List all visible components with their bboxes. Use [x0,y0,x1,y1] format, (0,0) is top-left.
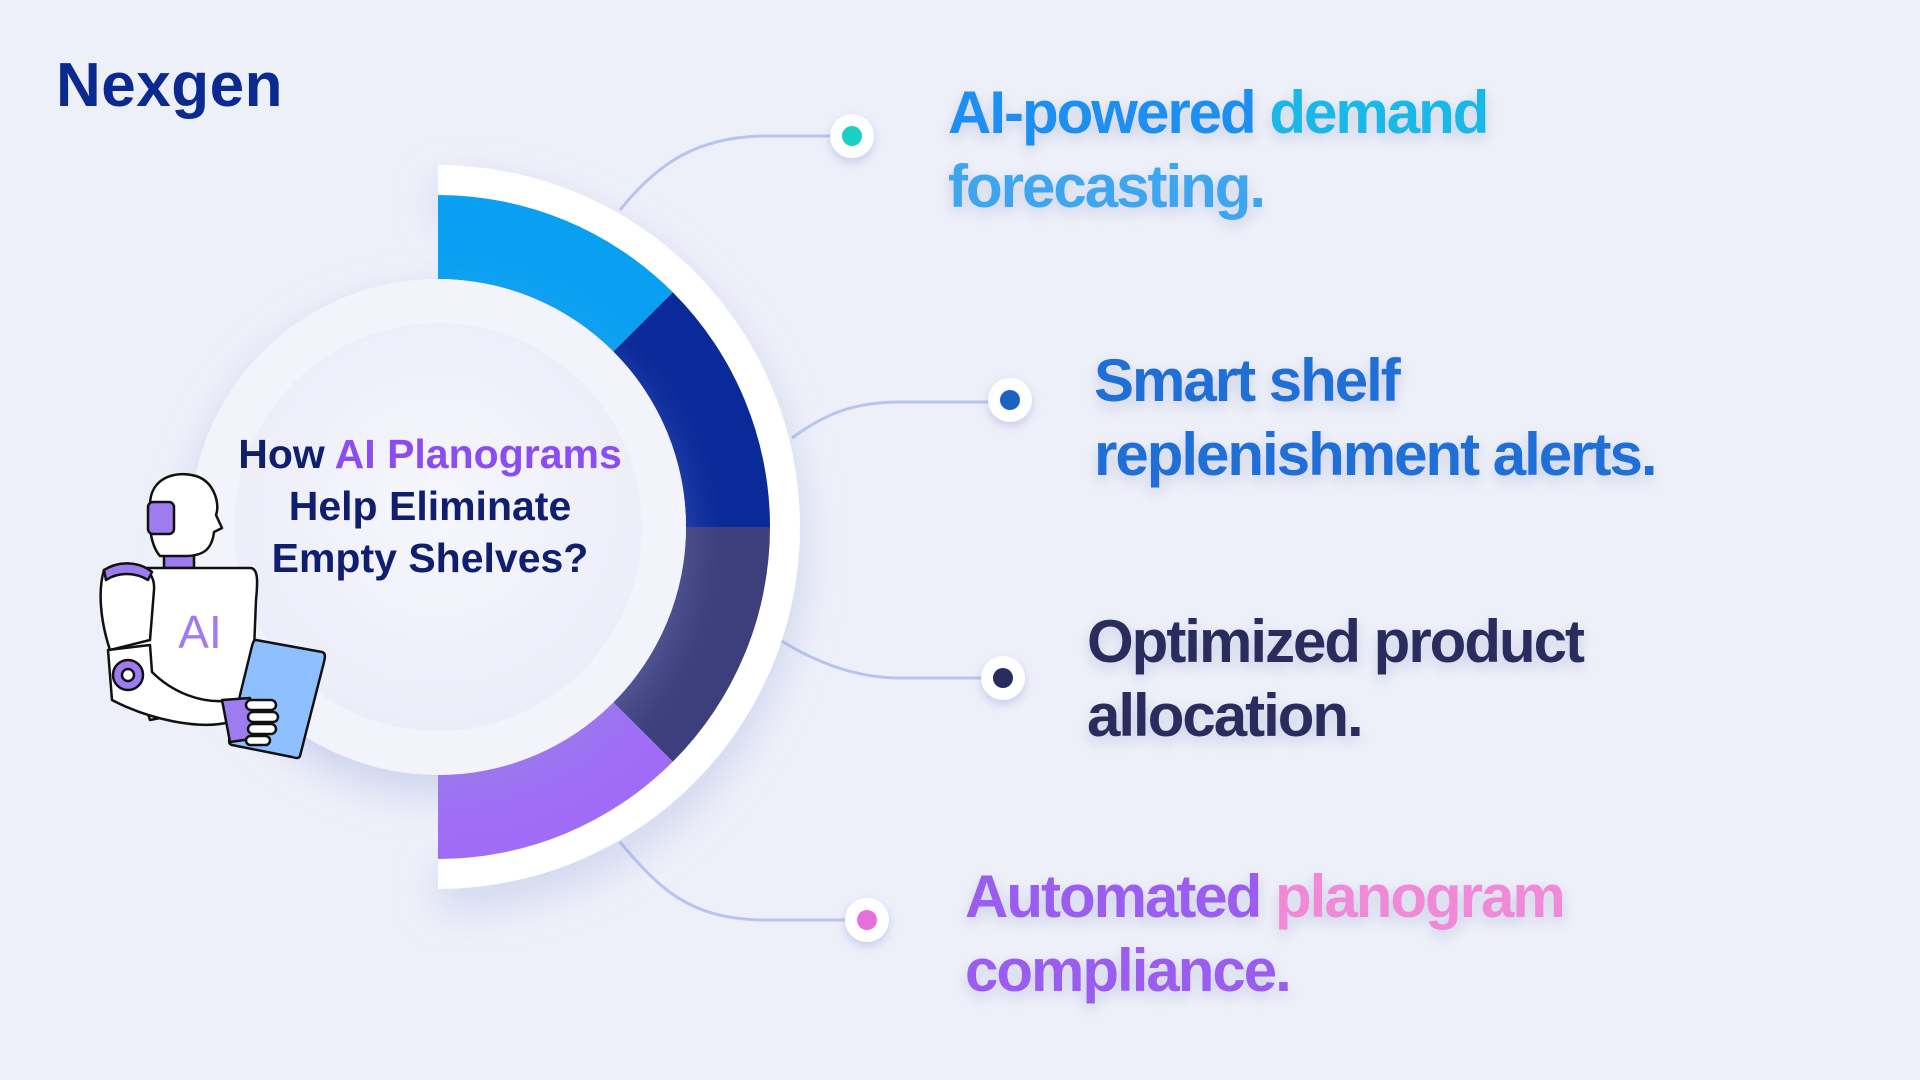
title-highlight-planograms: Planograms [387,431,622,477]
dot-1 [842,126,862,146]
title-part-2 [376,431,387,477]
connector-line-2 [791,400,1010,440]
feature-product-allocation: Optimized product allocation. [1087,608,1585,749]
feature-1-part-b: demand [1269,79,1489,146]
feature-planogram-compliance: Automated planogram compliance. [965,860,1665,1008]
feature-1-part-c: forecasting. [948,153,1266,220]
dot-3 [993,668,1013,688]
feature-1-part-a: AI-powered [948,79,1270,146]
segment-shelf-replenishment [613,292,770,527]
connector-line-3 [779,638,1003,680]
feature-4-part-b: planogram [1275,863,1566,930]
feature-4-part-a: Automated [965,863,1275,930]
brand-logo: Nexgen [56,51,283,120]
title-highlight-ai: AI [334,431,376,477]
robot-illustration: AI [99,472,327,760]
segment-product-allocation [613,527,770,762]
connector-lines [618,134,1010,922]
robot-chest-label: AI [178,606,221,658]
donut-segments [438,195,770,859]
inner-circle [234,323,642,731]
feature-shelf-replenishment: Smart shelf replenishment alerts. [1094,347,1658,488]
title-part-1: How [238,431,335,477]
connector-line-4 [618,841,867,922]
segment-planogram-compliance [438,702,673,859]
feature-dots [830,114,1032,942]
dot-4 [857,910,877,930]
connector-line-1 [618,134,852,211]
feature-4-part-c: compliance. [965,937,1292,1004]
segment-demand-forecasting [438,195,673,352]
dot-2 [1000,390,1020,410]
center-title: How AI Planograms Help Eliminate Empty S… [235,428,625,584]
title-part-3: Help Eliminate Empty Shelves? [271,483,589,581]
